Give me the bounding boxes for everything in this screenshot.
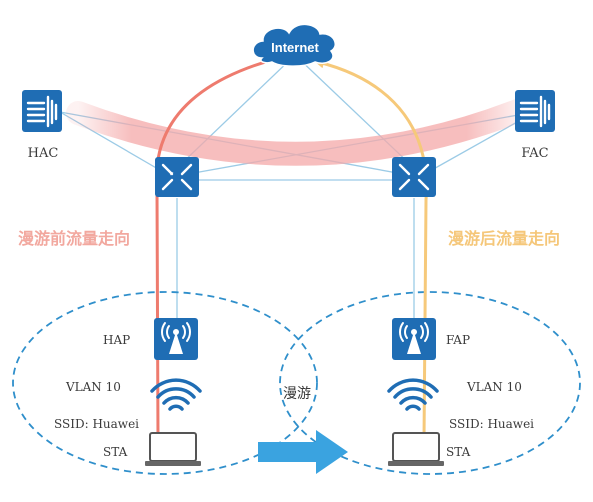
hap-access-point xyxy=(154,318,198,360)
internet-label: Internet xyxy=(271,40,319,55)
right-sta-label: STA xyxy=(446,445,471,459)
right-coverage-ellipse xyxy=(279,291,581,475)
access-controller-icon xyxy=(22,90,62,132)
after-roam-caption: 漫游后流量走向 xyxy=(448,229,560,248)
hap-label: HAP xyxy=(103,333,130,347)
left-switch xyxy=(155,157,199,197)
left-vlan-label: VLAN 10 xyxy=(65,380,121,394)
before-roam-path xyxy=(155,54,283,441)
access-point-icon xyxy=(392,318,436,360)
wifi-signal-icon xyxy=(387,378,439,411)
switch-icon xyxy=(155,157,199,197)
hac-controller xyxy=(22,90,62,132)
fap-access-point xyxy=(392,318,436,360)
link-lines xyxy=(59,54,536,318)
before-roam-caption: 漫游前流量走向 xyxy=(18,229,130,248)
fac-controller xyxy=(515,90,555,132)
right-vlan-label: VLAN 10 xyxy=(466,380,522,394)
roam-move-arrow xyxy=(258,430,348,474)
right-ssid-label: SSID: Huawei xyxy=(449,417,534,431)
right-switch xyxy=(392,157,436,197)
left-sta-label: STA xyxy=(103,445,128,459)
switch-icon xyxy=(392,157,436,197)
access-point-icon xyxy=(154,318,198,360)
after-roam-path xyxy=(314,58,428,441)
cloud-icon: Internet xyxy=(252,23,336,67)
roam-label: 漫游 xyxy=(283,386,311,402)
left-sta-laptop-icon xyxy=(145,432,201,466)
hac-label: HAC xyxy=(28,146,59,161)
left-coverage-ellipse xyxy=(12,291,318,475)
access-controller-icon xyxy=(515,90,555,132)
wifi-signal-icon xyxy=(150,378,202,411)
left-ssid-label: SSID: Huawei xyxy=(54,417,139,431)
right-sta-laptop-icon xyxy=(388,432,444,466)
fap-label: FAP xyxy=(446,333,470,347)
controller-band xyxy=(66,98,532,166)
fac-label: FAC xyxy=(521,146,548,161)
